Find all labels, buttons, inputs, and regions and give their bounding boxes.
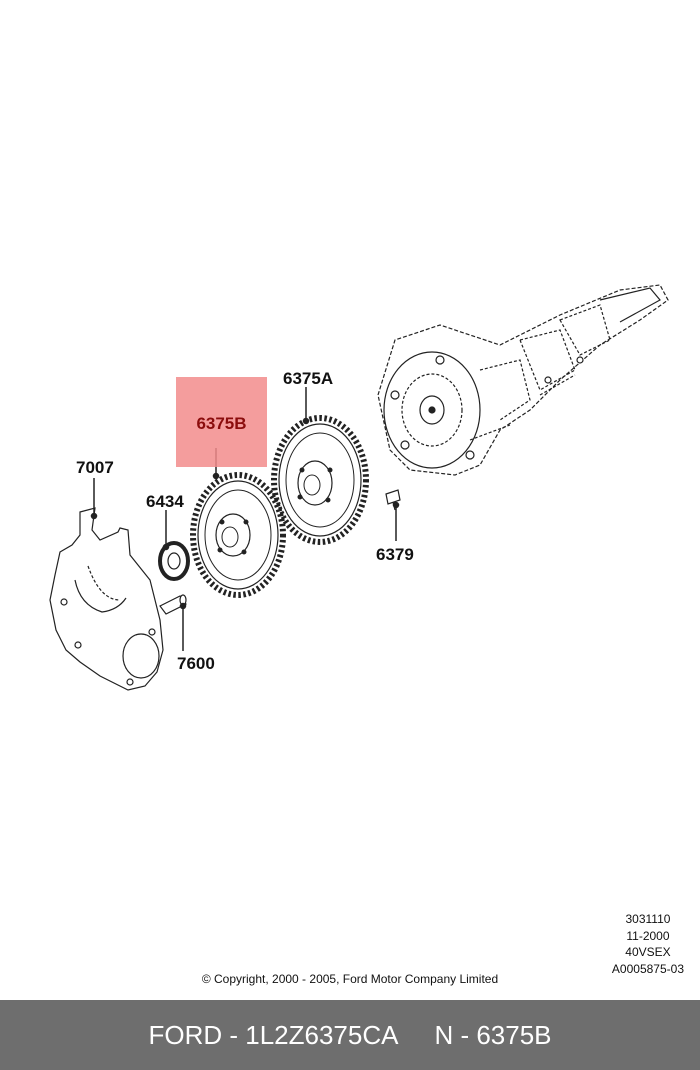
callout-6375B-highlighted[interactable]: 6375B xyxy=(196,414,247,433)
drawing-id: A0005875-03 xyxy=(611,961,684,976)
exploded-parts-diagram xyxy=(49,284,669,691)
callout-6375A[interactable]: 6375A xyxy=(283,369,334,388)
transmission-illustration xyxy=(377,284,669,476)
part-number-label: FORD - 1L2Z6375CA xyxy=(148,1020,399,1050)
callout-6379[interactable]: 6379 xyxy=(376,545,414,564)
drawing-reference-block: 3031110 11-2000 40VSEX A0005875-03 xyxy=(612,911,684,977)
drawing-number: 3031110 xyxy=(625,912,671,926)
flywheel-6375B xyxy=(190,472,286,598)
diagram-reference-label: N - 6375B xyxy=(434,1020,552,1050)
callout-7007[interactable]: 7007 xyxy=(76,458,114,477)
callout-6434[interactable]: 6434 xyxy=(146,492,184,511)
copyright-notice: © Copyright, 2000 - 2005, Ford Motor Com… xyxy=(201,972,499,986)
footer-bar: FORD - 1L2Z6375CA N - 6375B xyxy=(0,1000,700,1070)
separator-plate-7007 xyxy=(49,507,164,691)
flexplate-6375A xyxy=(271,415,369,545)
callout-7600[interactable]: 7600 xyxy=(177,654,215,673)
highlight-box xyxy=(176,377,267,467)
spacer-6434 xyxy=(158,541,190,581)
drawing-date: 11-2000 xyxy=(626,928,670,943)
drawing-code: 40VSEX xyxy=(625,945,671,959)
